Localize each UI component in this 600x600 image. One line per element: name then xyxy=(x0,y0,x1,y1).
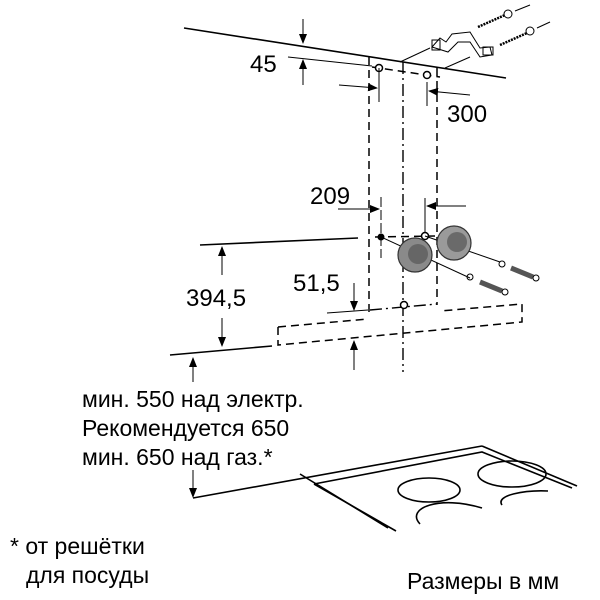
bracket-icon xyxy=(399,31,494,69)
dimension-45: 45 xyxy=(250,19,307,85)
units-caption: Размеры в мм xyxy=(407,568,560,594)
footnote-line1: * от решётки xyxy=(10,533,145,559)
dimension-51-5: 51,5 xyxy=(293,270,369,370)
dimension-51-5-label: 51,5 xyxy=(293,270,340,297)
note-gas: мин. 650 над газ.* xyxy=(82,444,273,470)
wall-plug-icon xyxy=(380,225,540,296)
middle-hole-line xyxy=(374,235,438,238)
footnote-line2: для посуды xyxy=(26,562,150,588)
dimension-209-label: 209 xyxy=(310,183,350,210)
ref-line-lower xyxy=(169,345,273,356)
screw-icon xyxy=(477,4,551,47)
note-recommended: Рекомендуется 650 xyxy=(82,415,290,441)
top-hole-right xyxy=(422,70,432,80)
cooktop-icon xyxy=(299,445,578,532)
hood-hole xyxy=(399,300,409,310)
hob-top-line xyxy=(192,445,483,499)
hood-outline xyxy=(277,303,523,346)
dimension-300: 300 xyxy=(338,68,487,128)
dimension-394-5: 394,5 xyxy=(186,246,246,347)
dimension-209: 209 xyxy=(310,183,466,258)
ceiling-line xyxy=(183,27,507,79)
ref-line-45 xyxy=(287,56,373,67)
note-electric: мин. 550 над электр. xyxy=(82,386,304,412)
ref-line-upper xyxy=(199,237,359,246)
dimension-300-label: 300 xyxy=(447,101,487,128)
hood-top-edge xyxy=(277,318,369,328)
dimension-394-5-label: 394,5 xyxy=(186,285,246,312)
dimension-45-label: 45 xyxy=(250,51,277,78)
